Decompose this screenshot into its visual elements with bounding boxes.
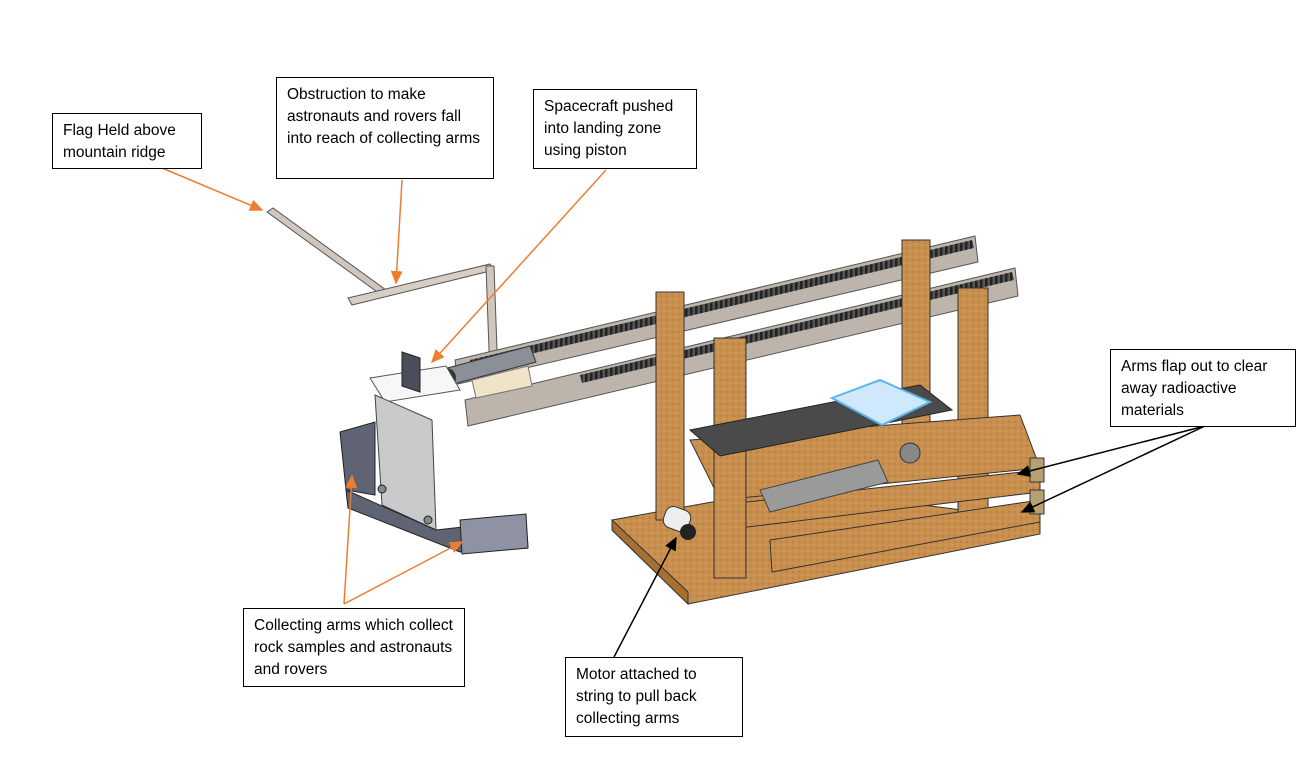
callout-collecting-arms: Collecting arms which collect rock sampl…	[243, 608, 465, 687]
callout-arms-flap: Arms flap out to clear away radioactive …	[1110, 349, 1296, 427]
arrow-collecting-1	[343, 474, 358, 605]
callout-motor: Motor attached to string to pull back co…	[565, 657, 743, 737]
collecting-arms	[339, 351, 529, 555]
callout-spacecraft: Spacecraft pushed into landing zone usin…	[533, 89, 697, 169]
arrow-collecting-2	[343, 541, 464, 605]
arrow-spacecraft	[430, 169, 607, 364]
motor-model	[662, 505, 696, 540]
arrow-flag	[161, 167, 264, 211]
wooden-frame	[611, 239, 1045, 606]
arrow-obstruction	[390, 179, 403, 285]
callout-flag: Flag Held above mountain ridge	[52, 113, 202, 169]
spacecraft-model	[829, 378, 933, 427]
arrow-flap-2	[1020, 425, 1206, 513]
callout-obstruction: Obstruction to make astronauts and rover…	[276, 77, 494, 179]
internal-components	[662, 378, 954, 540]
flag-rod	[266, 207, 499, 379]
callout-arrows	[161, 167, 1206, 658]
pneumatic-cylinder	[759, 459, 889, 513]
arrow-motor	[613, 536, 677, 658]
arrow-flap-1	[1016, 425, 1206, 477]
